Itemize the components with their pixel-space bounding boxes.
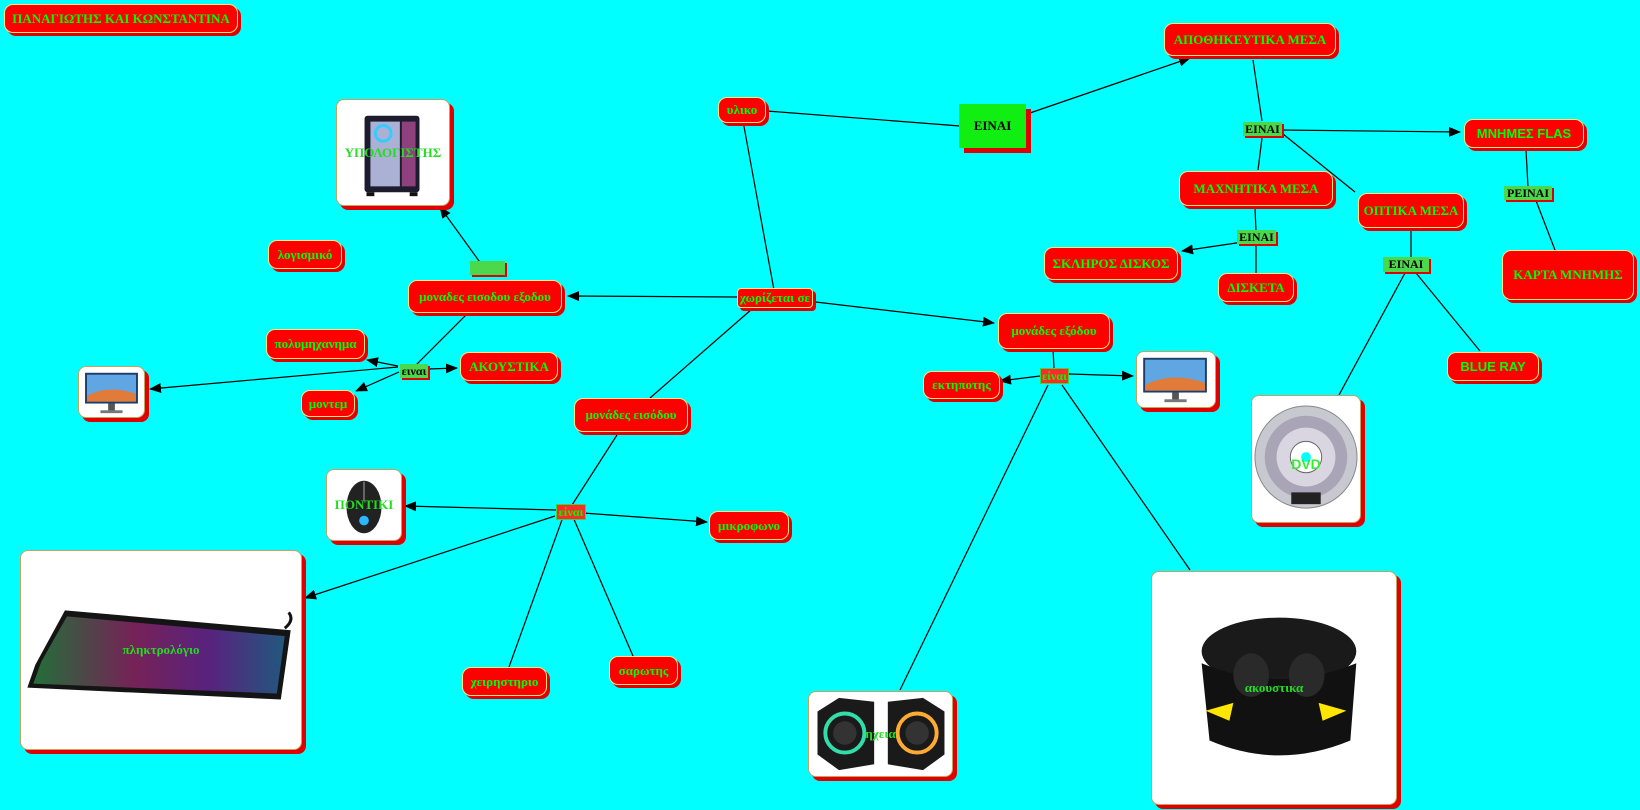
ixeia-label: ηχεια bbox=[865, 726, 896, 741]
node-disketa[interactable]: ΔΙΣΚΕΤΑ bbox=[1218, 273, 1294, 302]
node-skliros[interactable]: ΣΚΛΗΡΟΣ ΔΙΣΚΟΣ bbox=[1044, 247, 1178, 280]
link-einai-out[interactable]: είναι bbox=[1040, 368, 1069, 384]
link-einai-opt[interactable]: ΕΙΝΑΙ bbox=[1383, 257, 1429, 272]
link-einai-io[interactable]: ειναι bbox=[400, 363, 428, 378]
mouse-icon bbox=[346, 480, 382, 534]
node-ektypotis[interactable]: εκτηποτης bbox=[923, 371, 1000, 399]
node-monades-eisodou-exodou[interactable]: μοναδες εισοδου εξοδου bbox=[408, 280, 562, 313]
speakers-icon bbox=[817, 697, 945, 771]
node-mikrofono[interactable]: μικροφωνο bbox=[709, 511, 789, 540]
node-polymixanima[interactable]: πολυμηχανημα bbox=[266, 329, 365, 359]
dvd-disc-icon bbox=[1254, 405, 1358, 509]
node-montem[interactable]: μοντεμ bbox=[301, 390, 355, 417]
akoustika-label: ακουστικα bbox=[1244, 680, 1304, 695]
monitor-icon bbox=[85, 372, 138, 414]
computer-case-icon bbox=[364, 115, 420, 197]
node-akoustika-upper[interactable]: ΑΚΟΥΣΤΙΚΑ bbox=[460, 352, 558, 381]
keyboard-icon bbox=[27, 610, 293, 700]
image-node-ypologistis[interactable]: ΥΠΟΛΟΓΙΣΤΗΣ bbox=[336, 99, 450, 206]
image-node-akoustika[interactable]: ακουστικα bbox=[1151, 571, 1397, 805]
node-magnitika[interactable]: ΜΑΧΝΗΤΙΚΑ ΜΕΣΑ bbox=[1179, 171, 1333, 206]
monitor-icon bbox=[1143, 357, 1207, 403]
dvd-label: DVD bbox=[1291, 456, 1321, 472]
link-einai-in[interactable]: είναι bbox=[556, 504, 586, 520]
node-yliko[interactable]: υλικο bbox=[718, 97, 766, 123]
link-einai-store[interactable]: ΕΙΝΑΙ bbox=[1243, 122, 1282, 136]
image-node-monitor-out[interactable] bbox=[1136, 351, 1216, 408]
link-reinai[interactable]: ΡΕΙΝΑΙ bbox=[1504, 186, 1552, 200]
image-node-ixeia[interactable]: ηχεια bbox=[808, 691, 953, 777]
link-blank[interactable] bbox=[470, 261, 505, 275]
pliktrologio-label: πληκτρολόγιο bbox=[122, 642, 200, 657]
node-apothikeftika[interactable]: ΑΠΟΘΗΚΕΥΤΙΚΑ ΜΕΣΑ bbox=[1164, 23, 1336, 56]
image-node-dvd[interactable]: DVD bbox=[1251, 395, 1361, 523]
node-monades-eisodou[interactable]: μονάδες εισόδου bbox=[574, 398, 688, 432]
node-sarotis[interactable]: σαρωτης bbox=[609, 656, 678, 685]
ypologistis-label: ΥΠΟΛΟΓΙΣΤΗΣ bbox=[344, 144, 442, 160]
link-einai-big[interactable]: ΕΙΝΑΙ bbox=[959, 104, 1026, 148]
image-node-pliktrologio[interactable]: πληκτρολόγιο bbox=[20, 550, 302, 750]
node-mnimes-flash[interactable]: ΜΝΗΜΕΣ FLAS bbox=[1464, 119, 1584, 148]
link-einai-mag[interactable]: ΕΙΝΑΙ bbox=[1237, 230, 1276, 244]
node-logismiko[interactable]: λογισμικό bbox=[268, 240, 342, 269]
image-node-pontiki[interactable]: ΠΟΝΤΙΚΙ bbox=[326, 469, 402, 541]
node-karta[interactable]: ΚΑΡΤΑ ΜΝΗΜΗΣ bbox=[1502, 250, 1634, 300]
node-monades-exodou[interactable]: μονάδες εξόδου bbox=[998, 313, 1110, 349]
pontiki-label: ΠΟΝΤΙΚΙ bbox=[334, 497, 394, 512]
image-node-monitor[interactable] bbox=[78, 366, 145, 418]
node-optika[interactable]: ΟΠΤΙΚΑ ΜΕΣΑ bbox=[1358, 193, 1464, 228]
earbuds-icon bbox=[1201, 617, 1357, 756]
node-blueray[interactable]: BLUE RAY bbox=[1447, 352, 1539, 381]
node-xeiristirio[interactable]: χειρηστηριο bbox=[462, 667, 547, 696]
title-node[interactable]: ΠΑΝΑΓΙΩΤΗΣ ΚΑΙ ΚΩΝΣΤΑΝΤΙΝΑ bbox=[4, 4, 238, 33]
node-xorizetai[interactable]: χωρίζεται σε bbox=[737, 288, 813, 308]
